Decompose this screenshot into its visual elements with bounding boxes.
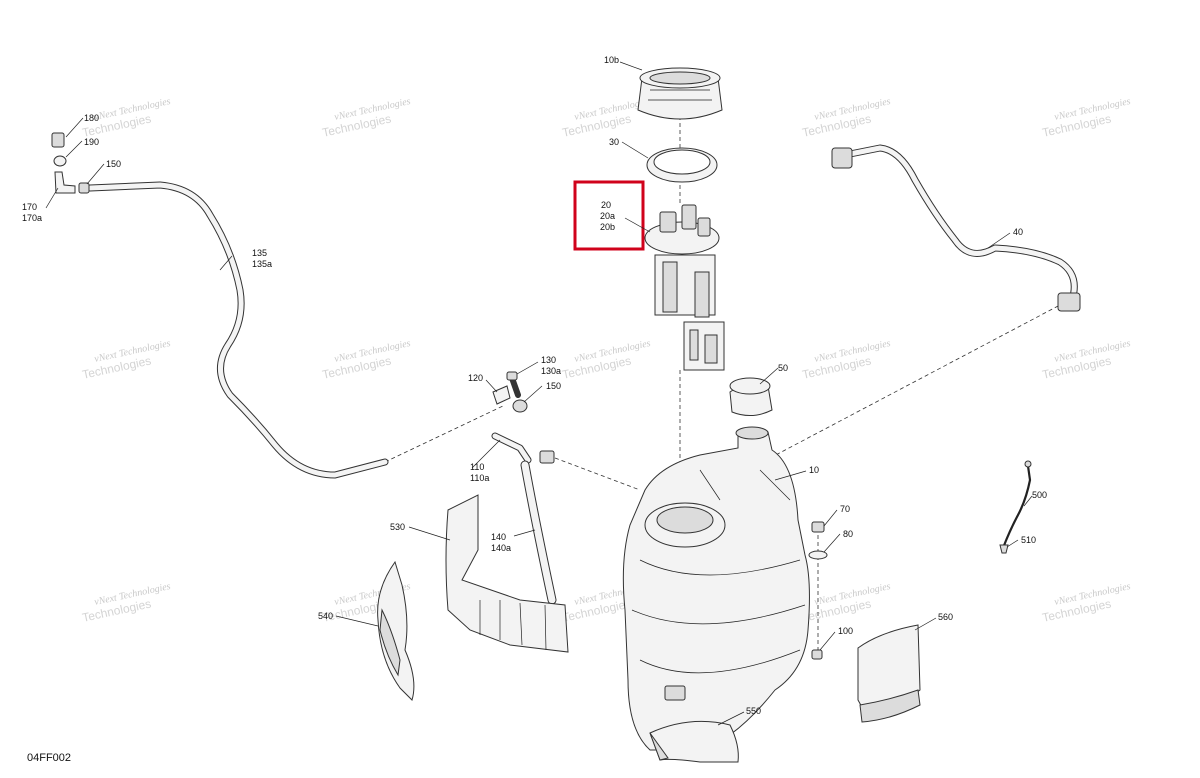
- label-510: 510: [1021, 535, 1036, 545]
- label-70: 70: [840, 504, 850, 514]
- label-150-middle: 150: [546, 381, 561, 391]
- label-10: 10: [809, 465, 819, 475]
- part-190-clip[interactable]: [53, 155, 67, 167]
- part-120-valve[interactable]: [492, 385, 511, 405]
- highlight-box: [573, 180, 645, 251]
- label-80: 80: [843, 529, 853, 539]
- label-140: 140: [491, 532, 506, 542]
- label-110a: 110a: [470, 473, 489, 483]
- part-150-clamp-left[interactable]: [78, 182, 90, 194]
- label-180: 180: [84, 113, 99, 123]
- part-70-bolt[interactable]: [811, 521, 825, 533]
- part-550-guard[interactable]: [649, 720, 739, 763]
- label-150-left: 150: [106, 159, 121, 169]
- label-20a: 20a: [600, 211, 615, 221]
- part-130-hose-fitting[interactable]: [506, 371, 521, 398]
- label-110: 110: [470, 462, 484, 472]
- part-110-elbow-hose[interactable]: [491, 432, 555, 464]
- label-560: 560: [938, 612, 953, 622]
- part-560-panel[interactable]: [857, 624, 921, 723]
- label-120: 120: [468, 373, 483, 383]
- part-530-heat-shield[interactable]: [445, 494, 569, 653]
- label-540: 540: [318, 611, 333, 621]
- label-130a: 130a: [541, 366, 561, 376]
- label-550: 550: [746, 706, 761, 716]
- part-labels: 10b 30 20 20a 20b 180 190 150 170 170a 1…: [22, 55, 1047, 716]
- part-40-wiring-harness[interactable]: [831, 144, 1081, 312]
- label-130: 130: [541, 355, 556, 365]
- label-530: 530: [390, 522, 405, 532]
- label-10b: 10b: [604, 55, 619, 65]
- part-100-nut[interactable]: [811, 649, 823, 660]
- part-150-clamp-middle[interactable]: [512, 399, 528, 413]
- label-140a: 140a: [491, 543, 511, 553]
- part-30-seal[interactable]: [646, 147, 718, 183]
- part-170-elbow[interactable]: [54, 171, 76, 194]
- label-100: 100: [838, 626, 853, 636]
- part-500-ground-wire[interactable]: [1001, 460, 1032, 549]
- label-30: 30: [609, 137, 619, 147]
- label-20b: 20b: [600, 222, 615, 232]
- label-40: 40: [1013, 227, 1023, 237]
- label-20: 20: [601, 200, 611, 210]
- part-510-screw[interactable]: [999, 544, 1009, 554]
- assembly-guides: [384, 95, 1061, 660]
- label-500: 500: [1032, 490, 1047, 500]
- label-170: 170: [22, 202, 37, 212]
- part-50-fuel-cap[interactable]: [729, 377, 773, 416]
- label-135a: 135a: [252, 259, 272, 269]
- label-135: 135: [252, 248, 267, 258]
- part-10-fuel-tank[interactable]: [622, 426, 810, 751]
- part-135-vent-hose[interactable]: [86, 181, 389, 479]
- leader-lines: [45, 61, 1033, 726]
- label-50: 50: [778, 363, 788, 373]
- part-10b-lock-ring[interactable]: [637, 67, 723, 120]
- part-140-filler-hose[interactable]: [520, 460, 557, 605]
- part-20-fuel-pump-module[interactable]: [644, 204, 725, 371]
- part-180-cap[interactable]: [51, 132, 65, 148]
- label-190: 190: [84, 137, 99, 147]
- diagram-reference-code: 04FF002: [27, 752, 72, 764]
- label-170a: 170a: [22, 213, 42, 223]
- part-80-washer[interactable]: [808, 550, 828, 560]
- part-540-side-shield[interactable]: [377, 560, 415, 701]
